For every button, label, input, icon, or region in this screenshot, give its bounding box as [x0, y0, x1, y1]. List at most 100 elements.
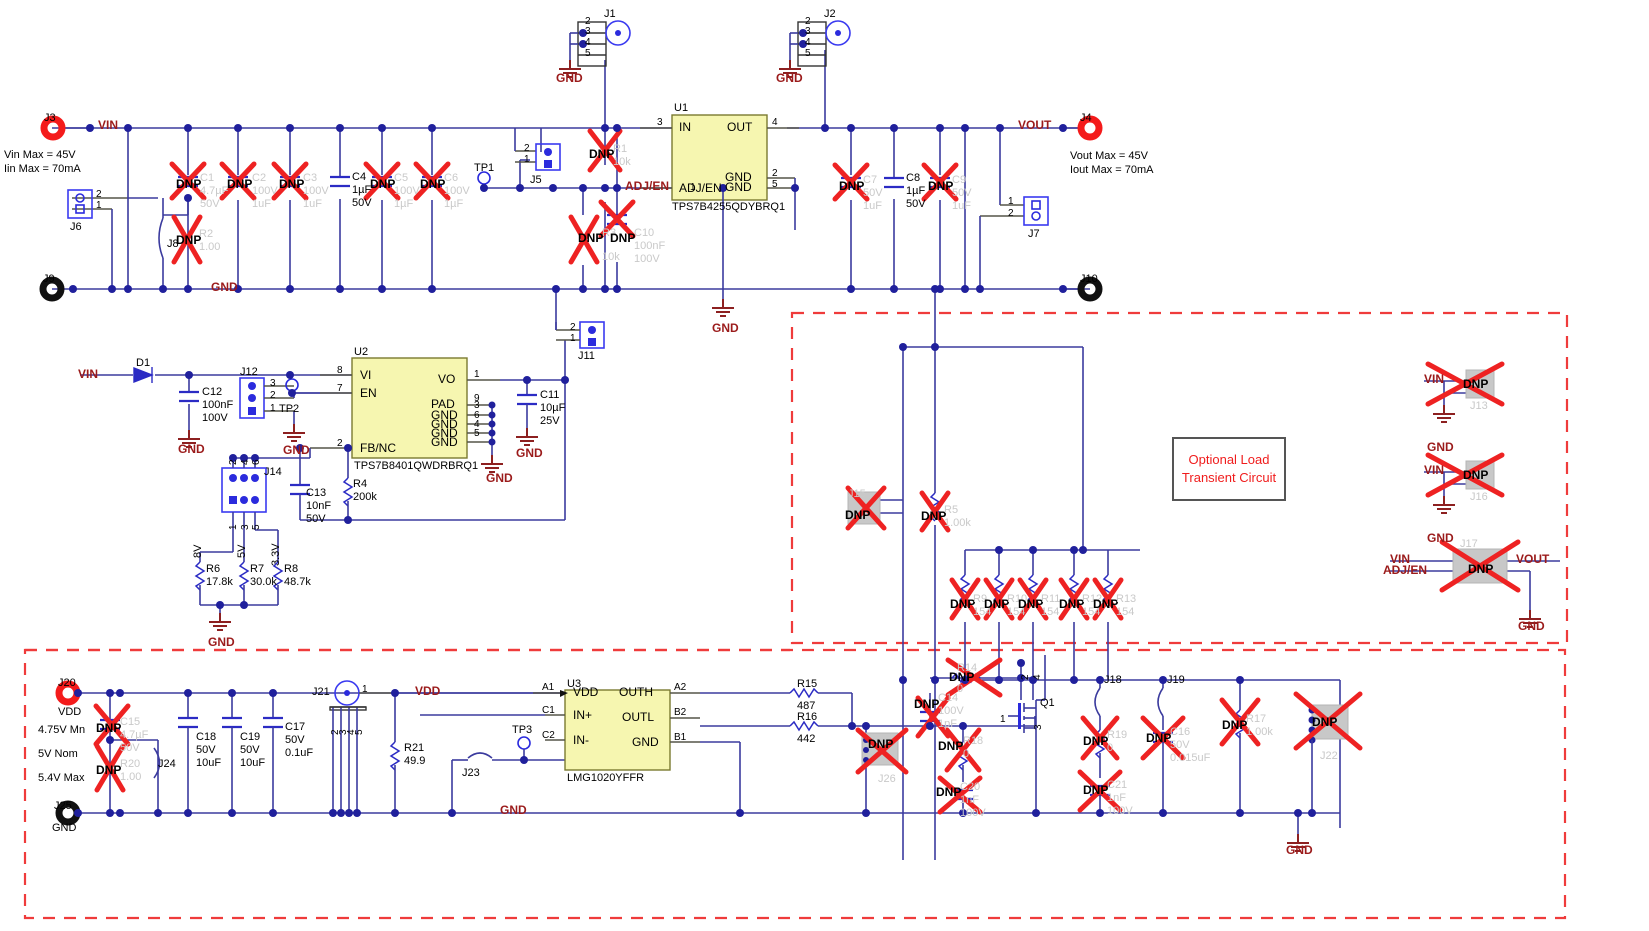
net-label-gnd-top: GND — [211, 280, 238, 294]
pin-J11-2: 2 — [570, 322, 576, 333]
ref-C10: C10 — [634, 227, 655, 239]
pin-U2-8: 8 — [337, 365, 343, 376]
pinname-U2-gnd4: GND — [431, 426, 458, 440]
pin-J6-1: 1 — [96, 200, 102, 211]
rail-label-5v: 5V — [236, 544, 248, 558]
ref-J23: J23 — [462, 767, 480, 779]
ref-D1: D1 — [136, 357, 151, 369]
net-label-gnd-divider: GND — [208, 635, 235, 649]
val-R18: 0 — [963, 748, 970, 760]
ref-R8: R8 — [284, 563, 299, 575]
pin-J14-2: 2 — [228, 459, 239, 465]
dnp-R9: DNP — [950, 597, 976, 611]
part-U3: LMG1020YFFR — [567, 772, 645, 784]
val-C1: 4.7µF — [200, 185, 229, 197]
val-C8: 1µF — [906, 185, 926, 197]
volt-C4: 50V — [352, 197, 372, 209]
ref-J12: J12 — [240, 366, 258, 378]
pin-U3-C1: C1 — [542, 705, 555, 716]
pinname-U3-vdd: VDD — [573, 685, 599, 699]
val-R21: 49.9 — [404, 755, 426, 767]
part-U2: TPS7B8401QWDRBRQ1 — [354, 460, 479, 472]
ref-U3: U3 — [567, 678, 582, 690]
ref-C19: C19 — [240, 731, 261, 743]
ref-U1: U1 — [674, 102, 689, 114]
val-R2: 1.00 — [199, 241, 221, 253]
ref-R15: R15 — [797, 678, 818, 690]
dnp-C14: DNP — [914, 697, 940, 711]
pin-J2-3: 3 — [805, 26, 811, 37]
pin-J1-5: 5 — [585, 48, 591, 59]
val-C5: 1µF — [394, 198, 414, 210]
pin-J14-5: 5 — [251, 524, 262, 530]
ref-J6: J6 — [70, 221, 82, 233]
ref-J10: J10 — [1080, 273, 1098, 285]
ref-C4: C4 — [352, 171, 367, 183]
volt-C15: 50V — [120, 742, 140, 754]
optional-box-line2: Transient Circuit — [1181, 469, 1277, 485]
dnp-R11: DNP — [1018, 597, 1044, 611]
optional-box-line1: Optional Load — [1188, 452, 1270, 467]
ref-R17: R17 — [1246, 713, 1267, 725]
pin-Q1-2: 2 — [1020, 674, 1031, 680]
pin-U2-5: 5 — [474, 428, 480, 439]
net-label-vout-j17: VOUT — [1516, 552, 1550, 566]
pin-Q1-1: 1 — [1000, 714, 1006, 725]
dnp-J13: DNP — [1463, 377, 1489, 391]
pinname-U2-gnd5: GND — [431, 435, 458, 449]
pin-U2-6: 6 — [474, 410, 480, 421]
val-C19: 10uF — [240, 757, 266, 769]
pin-U3-B1: B1 — [674, 732, 687, 743]
val-R4: 200k — [353, 491, 377, 503]
dnp-R19: DNP — [1083, 734, 1109, 748]
label-gnd-j25: GND — [52, 822, 77, 834]
pin-J1-3: 3 — [585, 26, 591, 37]
net-label-vin-j17: VIN — [1390, 552, 1411, 566]
val-R13: 154 — [1116, 606, 1135, 618]
ref-J17: J17 — [1460, 538, 1478, 550]
ref-C6: C6 — [444, 172, 459, 184]
pin-U3-A1: A1 — [542, 682, 555, 693]
net-label-gnd-bottom: GND — [500, 803, 527, 817]
volt-C3: 100V — [303, 185, 329, 197]
ref-J4: J4 — [1080, 112, 1092, 124]
pin-J12-2: 2 — [270, 390, 276, 401]
ref-J16: J16 — [1470, 491, 1488, 503]
ref-C13: C13 — [306, 487, 327, 499]
dnp-R12: DNP — [1059, 597, 1085, 611]
ref-C5: C5 — [394, 172, 409, 184]
pin-J14-1: 1 — [228, 524, 239, 530]
ref-R5: R5 — [944, 504, 959, 516]
pin-J11-1: 1 — [570, 333, 576, 344]
val-C10: 100nF — [634, 240, 666, 252]
pin-U2-4: 4 — [474, 419, 480, 430]
ref-U2: U2 — [354, 346, 369, 358]
dnp-R17: DNP — [1222, 718, 1248, 732]
pinname-U2-vi: VI — [360, 368, 372, 382]
ref-R7: R7 — [250, 563, 265, 575]
ref-J3: J3 — [44, 112, 56, 124]
net-label-gnd-u1: GND — [712, 321, 739, 335]
ref-C2: C2 — [252, 172, 267, 184]
pin-J21-5: 5 — [354, 729, 365, 735]
pin-J7-1: 1 — [1008, 196, 1014, 207]
ref-R20: R20 — [120, 758, 141, 770]
pin-J14-6: 6 — [251, 459, 262, 465]
pinname-U1-out: OUT — [727, 120, 753, 134]
pinname-U3-inp: IN+ — [573, 708, 593, 722]
val-C14: 1pF — [938, 718, 957, 730]
ref-TP3: TP3 — [512, 724, 533, 736]
ref-C20: C20 — [960, 781, 981, 793]
ref-C18: C18 — [196, 731, 217, 743]
ref-R12: R12 — [1082, 593, 1103, 605]
val-C18: 10uF — [196, 757, 222, 769]
part-U1: TPS7B4255QDYBRQ1 — [672, 201, 786, 213]
ref-R11: R11 — [1041, 593, 1061, 605]
pinname-U3-outh: OUTH — [619, 685, 653, 699]
net-label-vin-main: VIN — [98, 118, 119, 132]
ref-J20: J20 — [58, 677, 76, 689]
pin-U1-5: 5 — [772, 179, 778, 190]
ref-J2: J2 — [824, 8, 836, 20]
pin-Q1-3: 3 — [1033, 724, 1044, 730]
